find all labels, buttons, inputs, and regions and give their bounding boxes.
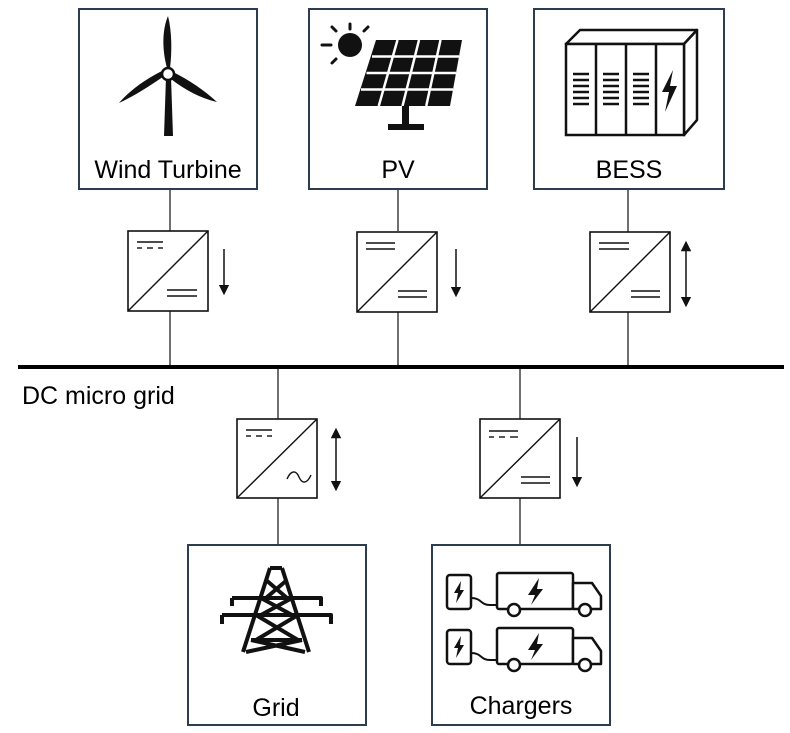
chargers-label: Chargers	[470, 692, 573, 720]
solar-panel-icon	[320, 22, 462, 130]
dc-symbol-icon	[521, 476, 550, 484]
dc-symbol-icon	[167, 289, 197, 297]
wind-turbine-icon	[119, 16, 217, 136]
dc-symbol-icon	[631, 290, 660, 298]
wind-turbine-box[interactable]: Wind Turbine	[78, 8, 258, 190]
bess-dcdc-converter[interactable]	[589, 231, 671, 313]
pv-box[interactable]: PV	[308, 8, 488, 190]
bus-label: DC micro grid	[22, 382, 175, 410]
chargers-box[interactable]: Chargers	[431, 544, 611, 726]
bess-box[interactable]: BESS	[533, 8, 725, 190]
dc-symbol-icon	[366, 242, 395, 250]
dc-symbol-icon	[137, 241, 163, 249]
chargers-dcdc-converter[interactable]	[479, 418, 561, 499]
dc-symbol-icon	[246, 429, 272, 437]
dc-symbol-icon	[599, 242, 629, 250]
ac-sine-icon	[286, 471, 312, 483]
connection-wires	[169, 190, 629, 545]
pv-dcdc-converter[interactable]	[356, 231, 438, 313]
dc-symbol-icon	[489, 430, 518, 438]
grid-label: Grid	[252, 694, 299, 722]
wind-turbine-label: Wind Turbine	[94, 156, 241, 184]
bess-label: BESS	[596, 156, 663, 184]
battery-container-icon	[564, 28, 699, 137]
pv-label: PV	[381, 156, 415, 184]
transmission-tower-icon	[220, 566, 333, 654]
wind-dcdc-converter[interactable]	[127, 230, 209, 312]
grid-dcac-inverter[interactable]	[236, 418, 318, 499]
ev-truck-charger-icon	[445, 571, 603, 673]
grid-box[interactable]: Grid	[187, 544, 367, 726]
dc-symbol-icon	[398, 290, 427, 298]
